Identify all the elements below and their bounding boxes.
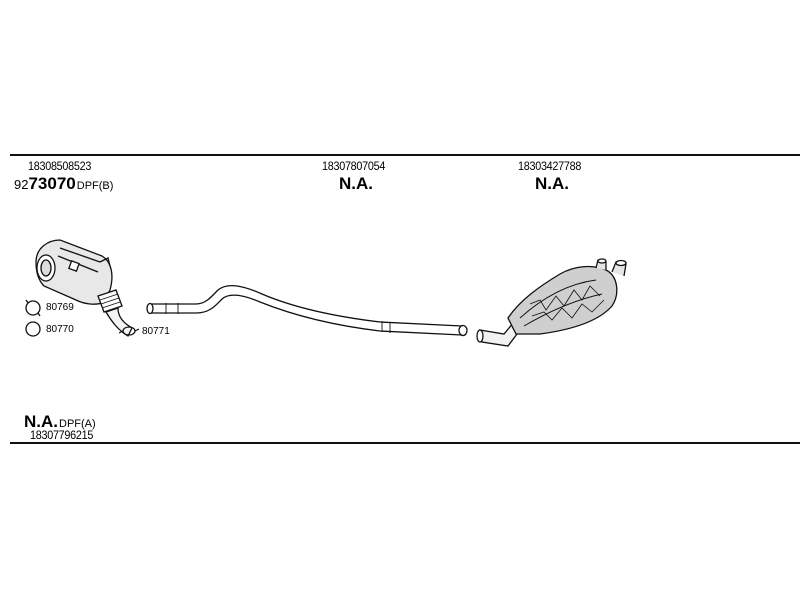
- part-number-front-pipe: 18308508523: [28, 159, 92, 173]
- part-number-middle-pipe: 18307807054: [322, 159, 386, 173]
- clamp-80771-icon: [118, 326, 140, 336]
- middle-pipe-icon: [146, 284, 468, 337]
- part-number-rear-muffler: 18303427788: [518, 159, 582, 173]
- dpf-a-code: N.A.DPF(A): [24, 412, 96, 432]
- clamp-label-80770: 80770: [46, 324, 74, 335]
- clamp-label-80769: 80769: [46, 302, 74, 313]
- part-number-dpf-a: 18307796215: [30, 428, 94, 442]
- front-pipe-code: 9273070DPF(B): [14, 174, 113, 194]
- bottom-separator-line: [10, 442, 800, 444]
- front-pipe-code-main: 73070: [28, 174, 76, 193]
- top-separator-line: [10, 154, 800, 156]
- clamp-80769-icon: [25, 299, 41, 317]
- rear-muffler-icon: [476, 258, 627, 347]
- rear-muffler-code: N.A.: [535, 174, 569, 193]
- dpf-converter-icon: [35, 239, 133, 337]
- dpf-a-code-suffix: DPF(A): [59, 418, 96, 430]
- clamp-label-80771: 80771: [142, 326, 170, 337]
- middle-pipe-code: N.A.: [339, 174, 373, 193]
- front-pipe-code-prefix: 92: [14, 177, 29, 192]
- clamp-80770-icon: [25, 321, 41, 337]
- dpf-a-code-main: N.A.: [24, 412, 58, 431]
- front-pipe-code-suffix: DPF(B): [76, 180, 114, 192]
